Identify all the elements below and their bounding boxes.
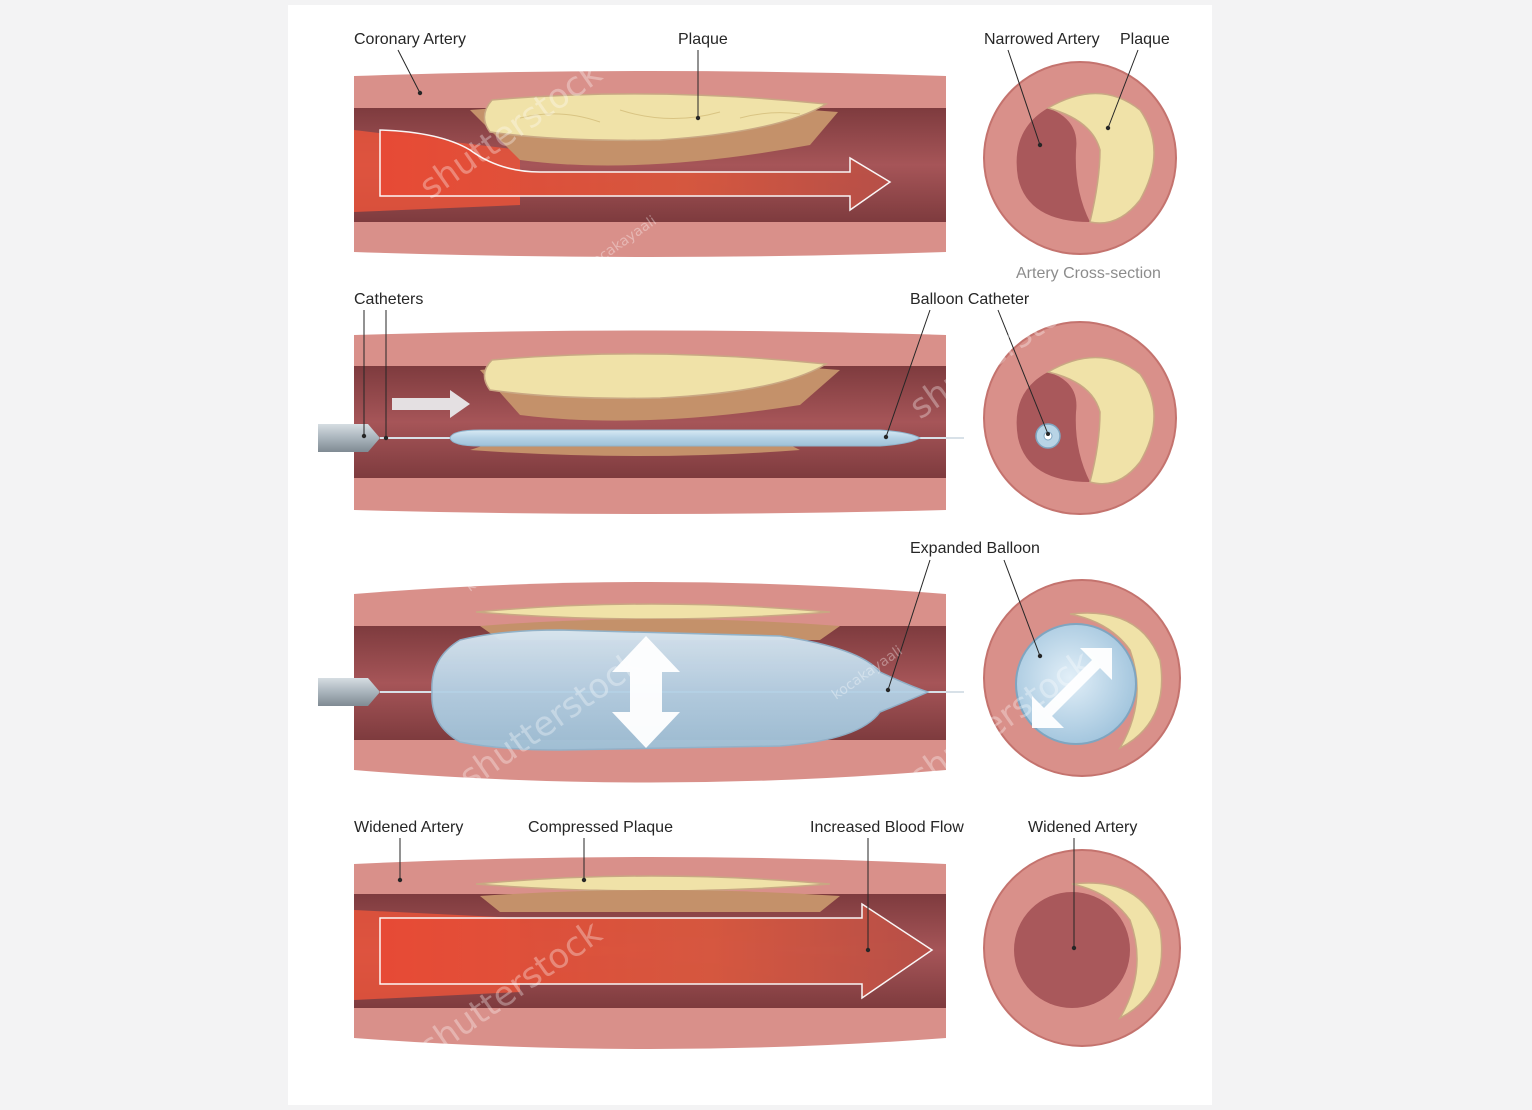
blood-flow-arrow: [379, 129, 892, 212]
blood-flow-arrow: [379, 902, 934, 1000]
panel-catheter-insertion: Catheters Balloon Catheter: [318, 291, 1177, 515]
label-plaque: Plaque: [678, 31, 728, 48]
compressed-plaque: [475, 875, 831, 892]
leader-dot: [417, 90, 423, 96]
expand-arrow-icon: [612, 636, 680, 748]
cross-section-plaque: [1069, 612, 1163, 750]
leader-dot: [885, 687, 891, 693]
leader-expanded-balloon: [887, 559, 931, 691]
label-catheters: Catheters: [354, 291, 423, 308]
leader-balloon-cross: [997, 309, 1049, 435]
label-plaque-cross: Plaque: [1120, 31, 1170, 48]
cross-section-plaque: [1071, 882, 1163, 1020]
leader-narrowed-artery: [1007, 49, 1041, 146]
leader-dot: [695, 115, 701, 121]
label-compressed-plaque: Compressed Plaque: [528, 819, 673, 836]
label-balloon-catheter: Balloon Catheter: [910, 291, 1030, 308]
leader-dot: [1037, 653, 1043, 659]
leader-dot: [883, 434, 889, 440]
leader-plaque-cross: [1107, 49, 1139, 129]
label-coronary-artery: Coronary Artery: [354, 31, 466, 48]
label-widened-artery-cross: Widened Artery: [1028, 819, 1137, 836]
label-expanded-balloon: Expanded Balloon: [910, 540, 1040, 557]
direction-arrow: [392, 390, 470, 418]
leader-dot: [383, 435, 389, 441]
label-narrowed-artery: Narrowed Artery: [984, 31, 1100, 48]
compressed-plaque: [475, 603, 831, 620]
leader-dot: [1071, 945, 1077, 951]
leader-dot: [397, 877, 403, 883]
cross-section-lumen: [1016, 108, 1090, 222]
cross-section-lumen: [1014, 892, 1130, 1008]
leader-balloon-catheter: [885, 309, 931, 438]
label-artery-cross-section: Artery Cross-section: [1016, 265, 1161, 282]
plaque-shadow: [480, 890, 840, 912]
catheter-sheath: [318, 678, 380, 706]
leader-dot: [581, 877, 587, 883]
cross-section-plaque: [1045, 356, 1155, 485]
cross-section-plaque: [1046, 92, 1155, 224]
leader-dot: [1046, 432, 1050, 436]
leader-dot: [361, 433, 367, 439]
panel-narrowed-artery: Coronary Artery Plaque Narrowed Artery P…: [354, 31, 1177, 282]
leader-dot: [865, 947, 871, 953]
leader-dot: [1037, 142, 1043, 148]
panel-expanded-balloon: Expanded Balloon: [318, 540, 1181, 783]
catheter-sheath: [318, 424, 380, 452]
plaque-texture: [519, 109, 801, 123]
label-widened-artery: Widened Artery: [354, 819, 463, 836]
plaque: [483, 353, 829, 400]
panel-widened-artery: Widened Artery Compressed Plaque Increas…: [354, 819, 1181, 1049]
balloon-catheter: [449, 429, 921, 447]
leader-dot: [1105, 125, 1111, 131]
label-increased-blood-flow: Increased Blood Flow: [810, 819, 964, 836]
leader-coronary-artery: [397, 49, 421, 94]
leader-balloon-cross: [1003, 559, 1041, 657]
cross-expand-arrow-icon: [1032, 648, 1112, 728]
expanded-balloon: [431, 629, 931, 751]
